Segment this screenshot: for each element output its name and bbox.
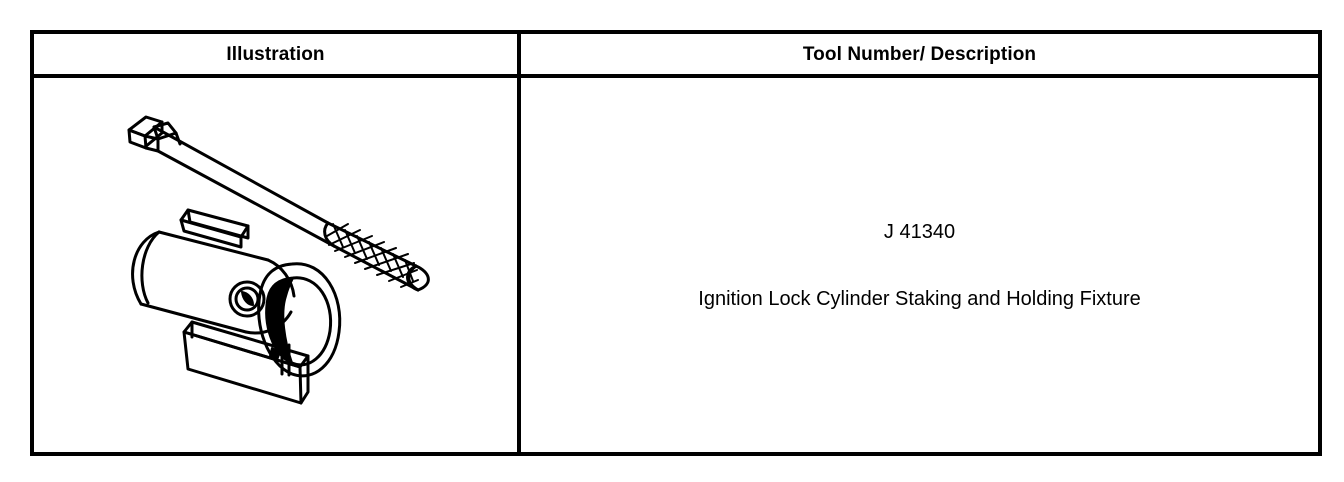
- illustration-container: [34, 78, 517, 452]
- column-header-illustration-label: Illustration: [226, 43, 325, 65]
- ignition-lock-cylinder-staking-fixture-icon: [127, 115, 430, 405]
- table-row: J 41340 Ignition Lock Cylinder Staking a…: [30, 74, 1322, 456]
- tool-description: Ignition Lock Cylinder Staking and Holdi…: [698, 287, 1141, 310]
- cell-illustration: [30, 74, 521, 456]
- column-header-description-label: Tool Number/ Description: [802, 43, 1037, 65]
- table-header-row: Illustration Tool Number/ Description: [30, 30, 1322, 78]
- column-header-description: Tool Number/ Description: [517, 30, 1322, 78]
- description-block: J 41340 Ignition Lock Cylinder Staking a…: [521, 78, 1318, 452]
- cell-description: J 41340 Ignition Lock Cylinder Staking a…: [517, 74, 1322, 456]
- tool-table: Illustration Tool Number/ Description: [30, 30, 1322, 456]
- tool-number: J 41340: [883, 220, 956, 243]
- column-header-illustration: Illustration: [30, 30, 521, 78]
